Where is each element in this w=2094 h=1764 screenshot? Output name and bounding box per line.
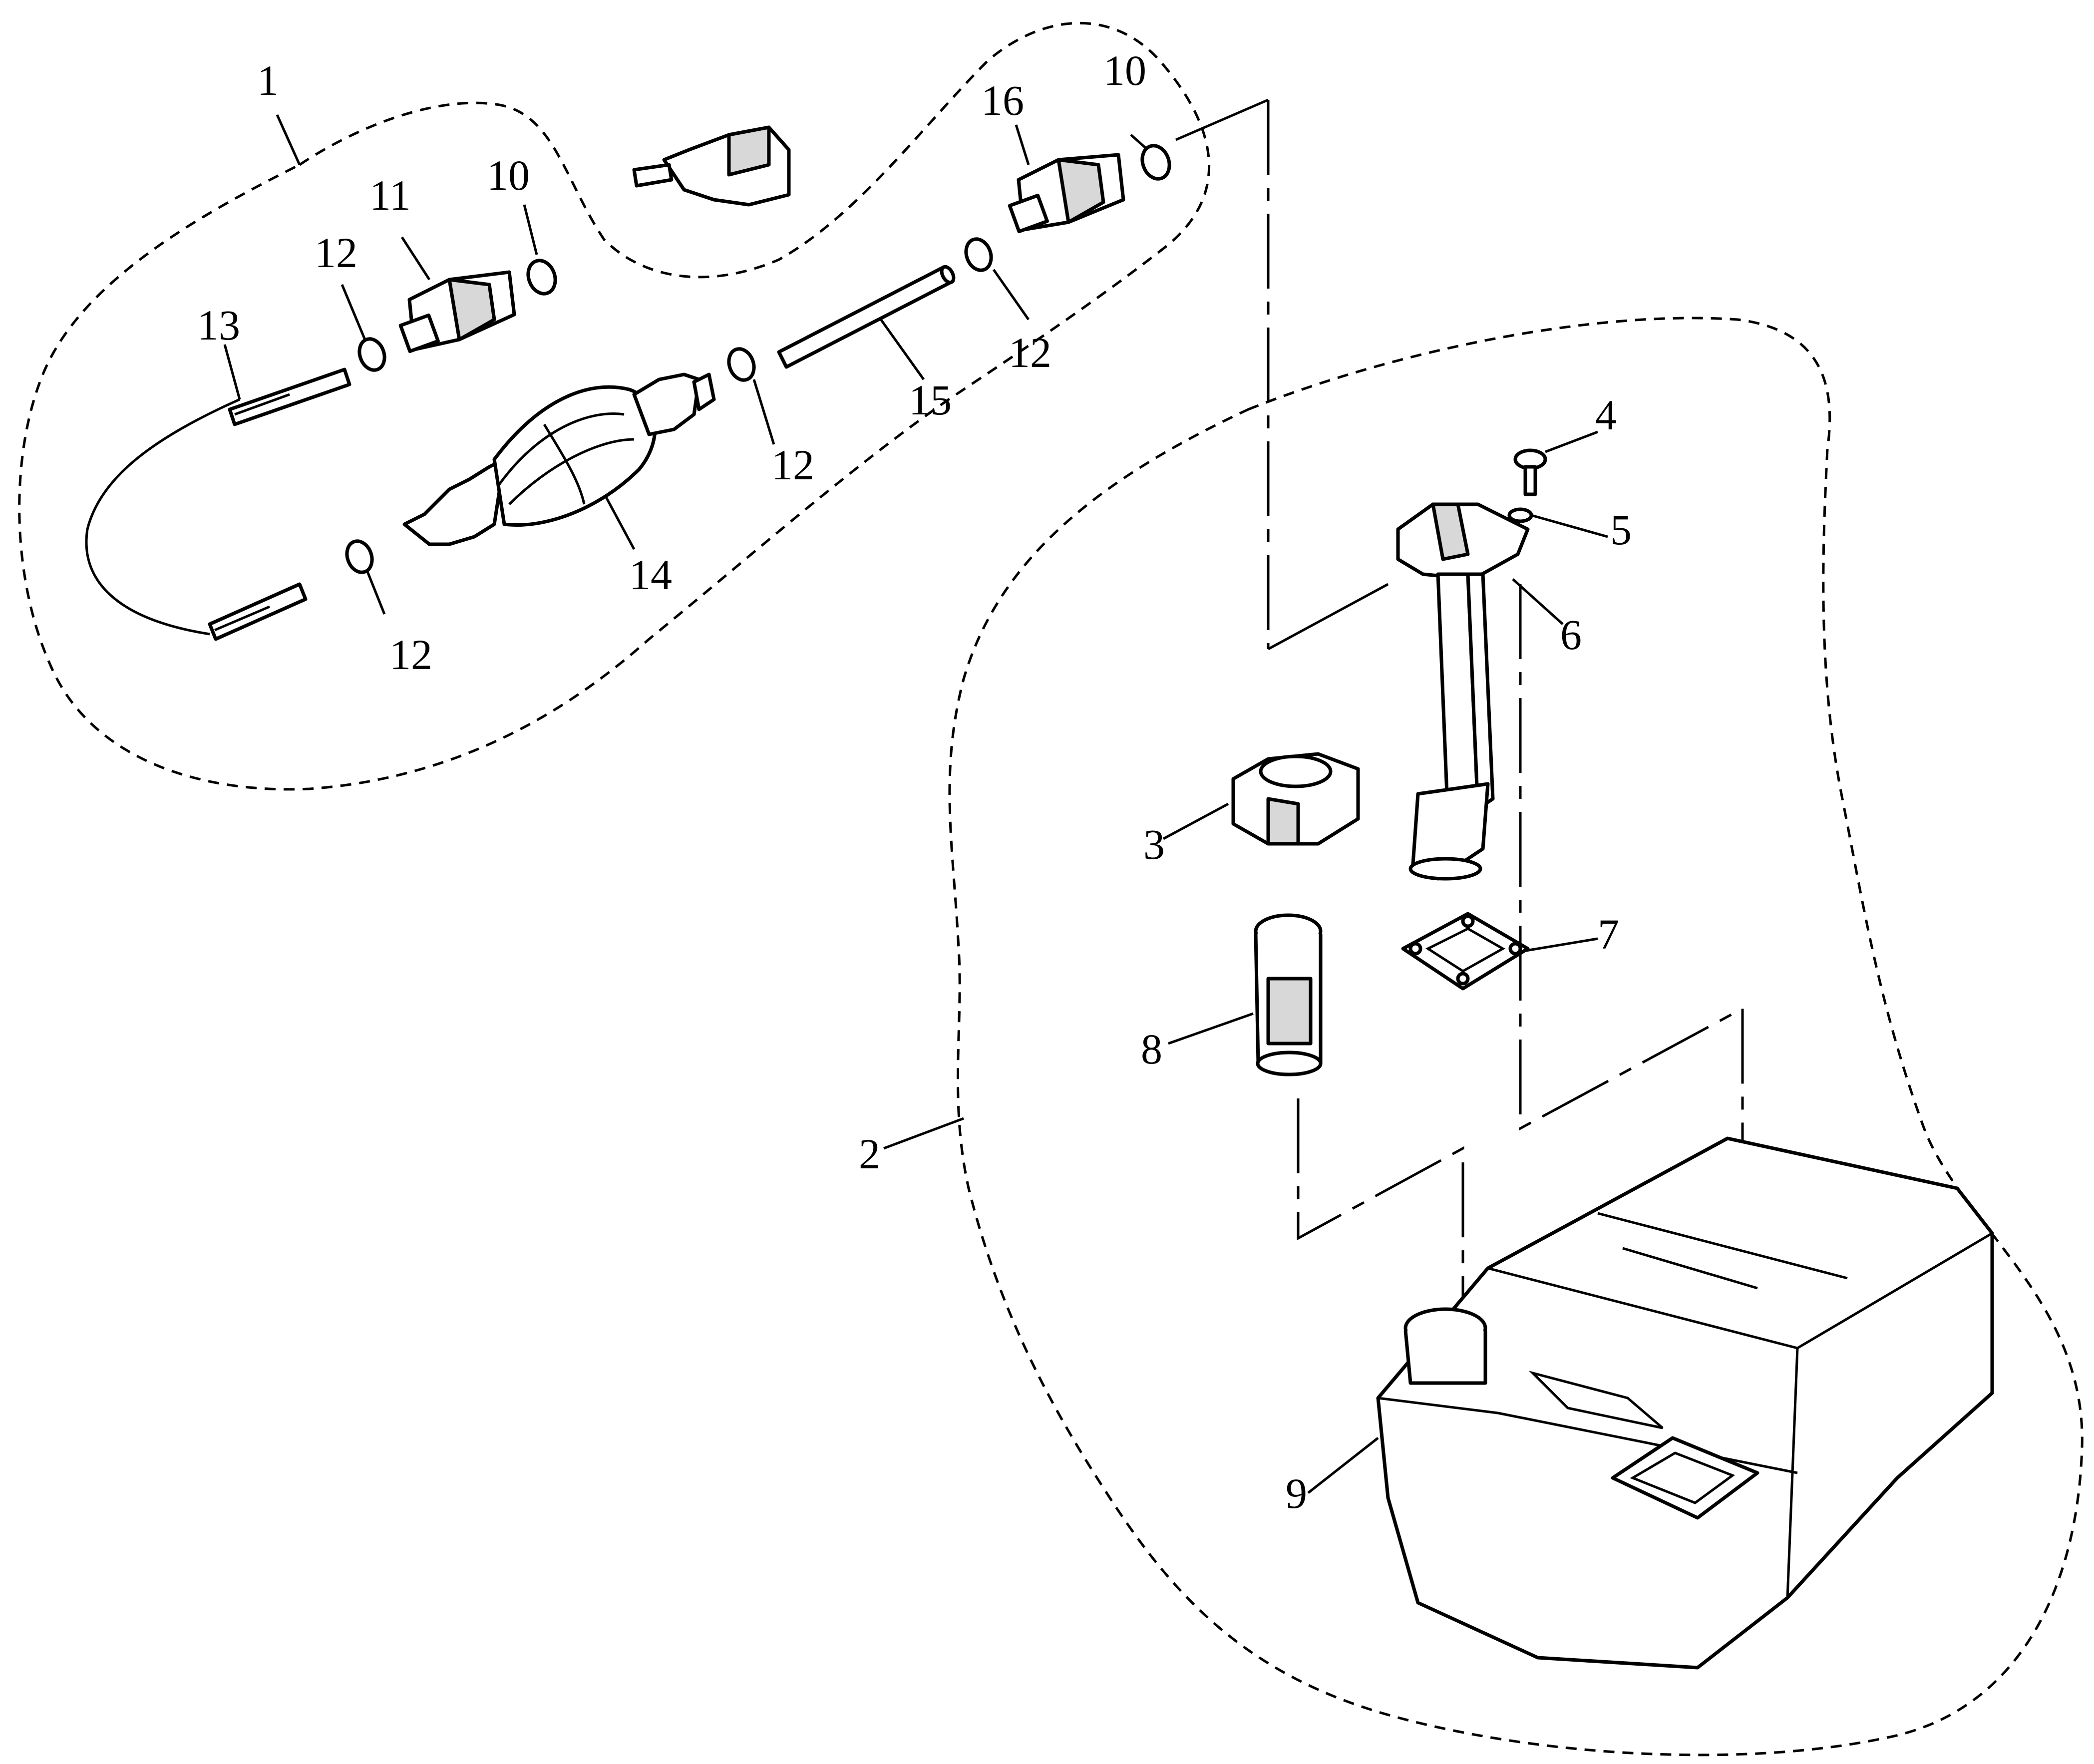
callout-12b: 12 [771,441,814,489]
callout-3: 3 [1143,820,1165,868]
screw-part-4 [1513,448,1547,496]
callout-2: 2 [859,1130,880,1178]
callout-16: 16 [981,76,1024,124]
o-ring-part-10 [526,144,1171,296]
callout-10a: 10 [1103,46,1146,94]
fitting-reference-drawing [632,125,791,207]
hose-part-15 [777,265,956,369]
callout-9: 9 [1286,1469,1307,1517]
fuel-hose-part-13 [85,367,351,641]
cap-part-3 [1231,752,1360,846]
callout-4: 4 [1595,391,1617,439]
callout-1: 1 [257,56,279,104]
callout-8: 8 [1141,1025,1162,1073]
group-1-boundary [18,21,1211,791]
callout-10b: 10 [487,151,530,199]
callout-15: 15 [909,376,952,424]
hose-connector-part-11 [398,270,516,353]
callout-12a: 12 [315,229,357,277]
callout-6: 6 [1560,611,1582,659]
callout-13: 13 [197,301,240,349]
callout-14: 14 [629,551,672,599]
centerline-filler-neck [1297,1098,1464,1323]
gasket-part-7 [1401,912,1530,991]
centerline-fitting-down [1267,583,1389,651]
hose-clamp-part-12 [345,237,993,574]
callout-11: 11 [369,171,411,219]
washer-part-5 [1507,507,1533,523]
callout-12c: 12 [1009,329,1051,376]
strainer-part-8 [1254,913,1323,1076]
callout-7: 7 [1598,910,1619,958]
group-2-boundary [948,317,2084,1757]
fuel-tank-part-9 [1376,1136,1994,1670]
callout-12d: 12 [389,631,432,679]
centerline-fitting-top [1175,98,1269,141]
leader-lines [223,114,1608,1494]
fuel-gauge-part-6 [1396,502,1530,881]
primer-bulb-part-14 [402,372,716,546]
callout-5: 5 [1610,506,1632,554]
hose-connector-part-16 [1008,153,1125,234]
